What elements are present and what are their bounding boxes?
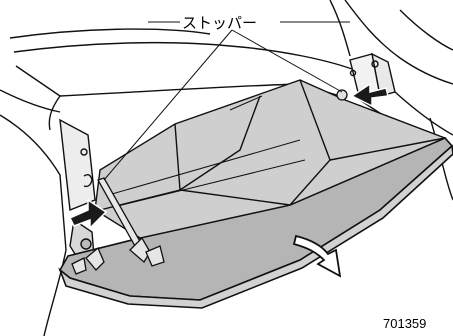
figure-number: 701359: [383, 316, 426, 331]
stopper-callout-label: ストッパー: [182, 14, 257, 32]
